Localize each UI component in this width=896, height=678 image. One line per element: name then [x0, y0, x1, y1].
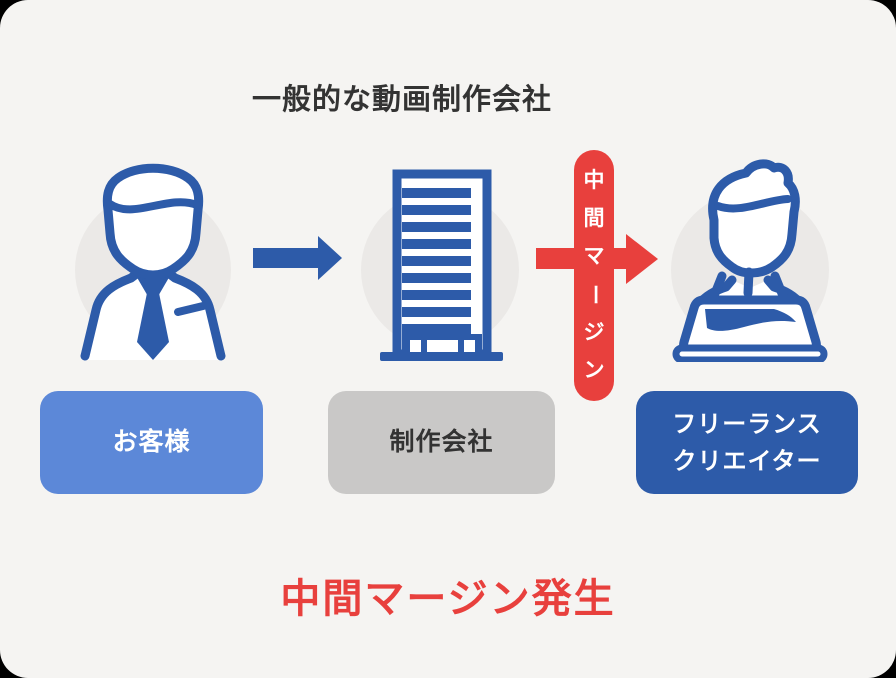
office-building-icon: [360, 158, 520, 362]
freelance-creator-label-line1: フリーランス: [672, 410, 822, 438]
customer-label: お客様: [112, 428, 191, 456]
middle-margin-caption: 中間マージン発生: [280, 577, 616, 621]
production-company-label-box: 制作会社: [328, 391, 555, 494]
margin-tag-char: ン: [583, 359, 605, 382]
margin-tag-char: ジ: [583, 321, 605, 344]
margin-tag: 中 間 マ ー ジ ン: [574, 150, 614, 401]
production-company-label: 制作会社: [389, 428, 494, 456]
margin-tag-char: マ: [583, 245, 605, 268]
margin-tag-char: 間: [583, 207, 605, 230]
customer-label-box: お客様: [40, 391, 263, 494]
businessman-icon: [73, 160, 233, 364]
page-title: 一般的な動画制作会社: [252, 84, 553, 116]
arrow-right-icon: [253, 234, 343, 287]
freelance-creator-label-box: フリーランス クリエイター: [636, 391, 858, 494]
freelancer-laptop-icon: [668, 158, 832, 362]
margin-tag-char: ー: [582, 284, 606, 305]
margin-tag-char: 中: [583, 169, 605, 192]
freelance-creator-label-line2: クリエイター: [672, 447, 822, 475]
